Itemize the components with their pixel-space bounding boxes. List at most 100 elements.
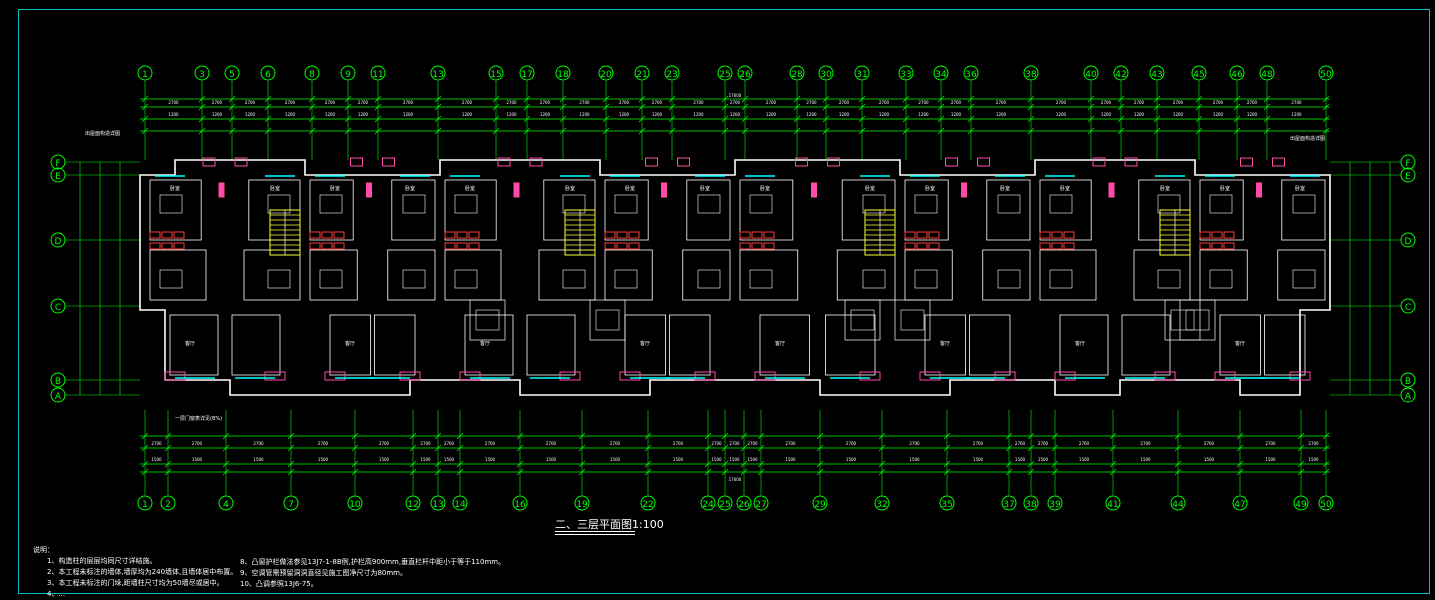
- room-label: 客厅: [640, 340, 650, 347]
- dimension-label: 2700: [485, 441, 496, 446]
- axis-label-bottom: 26: [738, 500, 750, 510]
- axis-label-top: 34: [935, 70, 947, 80]
- axis-label-top: 8: [309, 70, 315, 80]
- window-fixture: [164, 371, 186, 381]
- pink-fixture: [513, 182, 520, 198]
- room-label: 卧室: [170, 185, 180, 192]
- axis-bubble-top: [1229, 65, 1245, 81]
- axis-label-right: B: [1405, 377, 1411, 387]
- pink-fixture: [1108, 182, 1115, 198]
- axis-label-top: 43: [1151, 70, 1162, 80]
- railing-block: [928, 231, 940, 239]
- room-label: 卧室: [1060, 185, 1070, 192]
- axis-bubble-top: [260, 65, 276, 81]
- toilet-fixture: [234, 157, 248, 167]
- bedroom-room: [1277, 249, 1326, 301]
- dimension-label: 1200: [403, 112, 414, 117]
- axis-label-top: 48: [1261, 70, 1273, 80]
- bedroom-room: [149, 179, 202, 241]
- bedroom-room: [309, 249, 358, 301]
- railing-block: [161, 242, 173, 250]
- bed-icon: [319, 194, 343, 214]
- dimension-label: 1500: [1079, 457, 1090, 462]
- bedroom-room: [444, 179, 497, 241]
- axis-label-right: A: [1405, 392, 1412, 402]
- living-room: [1219, 314, 1261, 376]
- axis-bubble-bottom: [700, 495, 716, 511]
- axis-bubble-top: [664, 65, 680, 81]
- bedroom-room: [1039, 179, 1092, 241]
- axis-bubble-bottom: [452, 495, 468, 511]
- dimension-label: 2700: [444, 441, 455, 446]
- window-fixture: [459, 371, 481, 381]
- dimension-label: 2700: [806, 100, 817, 105]
- bedroom-room: [243, 249, 301, 301]
- window-fixture: [1154, 371, 1176, 381]
- bedroom-room: [739, 179, 794, 241]
- railing-block: [616, 231, 628, 239]
- plan-tag: 出屋面构造详图: [1290, 135, 1325, 142]
- dimension-label: 1500: [747, 457, 758, 462]
- room-label: 卧室: [625, 185, 635, 192]
- living-room: [669, 314, 711, 376]
- window-fixture: [264, 371, 286, 381]
- window-fixture: [1214, 371, 1236, 381]
- axis-bubble-top: [304, 65, 320, 81]
- axis-bubble-top: [519, 65, 535, 81]
- bed-icon: [402, 269, 426, 289]
- axis-label-top: 20: [600, 70, 612, 80]
- dimension-label: 1200: [879, 112, 890, 117]
- dimension-label: 1500: [729, 457, 740, 462]
- dimension-label: 2700: [403, 100, 414, 105]
- axis-bubble-top: [340, 65, 356, 81]
- railing-block: [604, 242, 616, 250]
- axis-label-top: 28: [791, 70, 803, 80]
- dimension-label: 1200: [1056, 112, 1067, 117]
- railing-block: [444, 242, 456, 250]
- dimension-label: 2700: [579, 100, 590, 105]
- dimension-label: 1500: [420, 457, 431, 462]
- dimension-label: 2700: [693, 100, 704, 105]
- axis-label-top: 1: [142, 70, 148, 80]
- dimension-label: 2700: [253, 441, 264, 446]
- axis-bubble-top: [137, 65, 153, 81]
- room-label: 卧室: [1160, 185, 1170, 192]
- dimension-label: 1200: [358, 112, 369, 117]
- bedroom-room: [1199, 249, 1248, 301]
- room-label: 客厅: [185, 340, 195, 347]
- window-fixture: [994, 371, 1016, 381]
- note-line: 9、空调管需预留洞洞直径见施工图净尺寸为80mm。: [240, 569, 407, 577]
- dimension-label: 2700: [996, 100, 1007, 105]
- axis-label-bottom: 27: [755, 500, 766, 510]
- axis-bubble-top: [1113, 65, 1129, 81]
- railing-block: [763, 242, 775, 250]
- axis-label-top: 30: [820, 70, 832, 80]
- axis-bubble-bottom: [874, 495, 890, 511]
- axis-label-bottom: 38: [1025, 500, 1037, 510]
- note-line: 3、本工程未标注的门垛,距墙柱尺寸均为50墙尽或居中。: [47, 579, 224, 587]
- axis-label-bottom: 35: [941, 500, 952, 510]
- axis-bubble-top: [737, 65, 753, 81]
- axis-bubble-bottom: [717, 495, 733, 511]
- axis-bubble-top: [1023, 65, 1039, 81]
- living-room: [1264, 314, 1306, 376]
- axis-label-bottom: 44: [1172, 500, 1184, 510]
- dimension-label: 2700: [1204, 441, 1215, 446]
- toilet-fixture: [1272, 157, 1285, 167]
- axis-label-top: 11: [372, 70, 383, 80]
- toilet-fixture: [945, 157, 958, 167]
- axis-bubble-bottom: [1293, 495, 1309, 511]
- axis-bubble-bottom: [1023, 495, 1039, 511]
- railing-block: [468, 242, 480, 250]
- axis-label-top: 26: [739, 70, 751, 80]
- living-room: [969, 314, 1011, 376]
- sofa-icon: [1179, 299, 1216, 341]
- axis-bubble-bottom: [1105, 495, 1121, 511]
- axis-bubble-top: [430, 65, 446, 81]
- room-label: 卧室: [1000, 185, 1010, 192]
- bed-icon: [1157, 194, 1181, 214]
- axis-label-bottom: 49: [1295, 500, 1307, 510]
- table-icon: [1185, 309, 1210, 331]
- bed-icon: [697, 269, 721, 289]
- dimension-label: 1200: [766, 112, 777, 117]
